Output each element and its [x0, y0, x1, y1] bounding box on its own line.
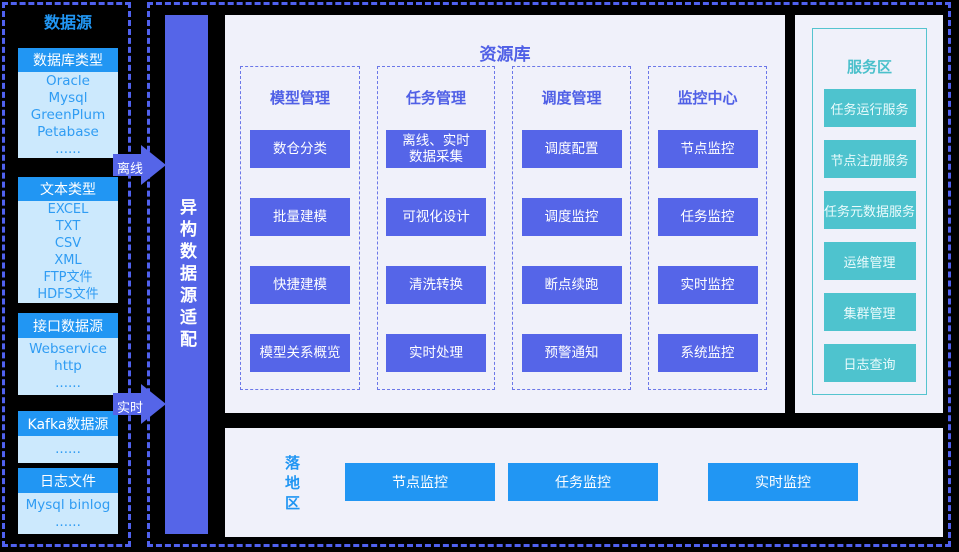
- column-buttons: 调度配置调度监控断点续跑预警通知: [513, 130, 630, 372]
- repo-column-monitor: 监控中心 节点监控任务监控实时监控系统监控: [648, 66, 767, 390]
- adapter-bar: 异构数据源适配: [165, 15, 208, 534]
- offline-arrow: 离线: [113, 145, 167, 185]
- right-arrow-icon: [113, 145, 166, 185]
- repository-panel: 资源库 模型管理 数仓分类批量建模快捷建模模型关系概览 任务管理 离线、实时 数…: [225, 15, 785, 413]
- list-item: Petabase: [37, 123, 99, 140]
- column-buttons: 数仓分类批量建模快捷建模模型关系概览: [241, 130, 359, 372]
- data-source-zone-frame: [2, 2, 131, 547]
- service-title: 服务区: [846, 58, 892, 76]
- list-item: TXT: [55, 219, 81, 234]
- feature-button: 断点续跑: [521, 266, 622, 304]
- feature-button: 节点监控: [657, 130, 758, 168]
- repo-column-task: 任务管理 离线、实时 数据采集可视化设计清洗转换实时处理: [377, 66, 495, 390]
- feature-button: 实时处理: [386, 334, 486, 372]
- column-header: 调度管理: [541, 89, 602, 107]
- feature-button: 离线、实时 数据采集: [386, 130, 486, 168]
- list-item: GreenPlum: [30, 106, 106, 123]
- group-items: EXCEL TXT CSV XML FTP文件 HDFS文件: [18, 201, 118, 303]
- right-arrow-icon: [113, 384, 166, 424]
- offline-arrow-label: 离线: [116, 162, 143, 177]
- list-item: ......: [55, 375, 81, 391]
- feature-button: 系统监控: [657, 334, 758, 372]
- service-box: 服务区 任务运行服务节点注册服务任务元数据服务运维管理集群管理日志查询: [812, 28, 927, 395]
- list-item: ......: [55, 513, 81, 530]
- column-buttons: 节点监控任务监控实时监控系统监控: [649, 130, 766, 372]
- landing-button-node: 节点监控: [345, 463, 495, 501]
- landing-button-realtime: 实时监控: [708, 463, 858, 501]
- service-button: 任务运行服务: [823, 89, 916, 127]
- service-button: 运维管理: [823, 242, 916, 280]
- service-button: 日志查询: [823, 344, 916, 382]
- list-item: Webservice: [29, 341, 107, 357]
- list-item: ......: [55, 140, 81, 157]
- service-button: 集群管理: [823, 293, 916, 331]
- feature-button: 可视化设计: [386, 198, 486, 236]
- feature-button: 模型关系概览: [250, 334, 350, 372]
- repository-title: 资源库: [479, 45, 531, 65]
- feature-button: 调度配置: [521, 130, 622, 168]
- list-item: EXCEL: [47, 202, 89, 217]
- feature-button: 预警通知: [521, 334, 622, 372]
- platform-zone-frame: [147, 2, 951, 547]
- list-item: XML: [54, 253, 82, 268]
- group-header: 文本类型: [18, 177, 118, 201]
- list-item: FTP文件: [43, 270, 93, 285]
- list-item: HDFS文件: [37, 287, 99, 302]
- group-items: ......: [18, 436, 118, 463]
- column-buttons: 离线、实时 数据采集可视化设计清洗转换实时处理: [378, 130, 494, 372]
- group-header: 日志文件: [18, 468, 118, 493]
- list-item: ......: [55, 441, 81, 457]
- feature-button: 清洗转换: [386, 266, 486, 304]
- feature-button: 实时监控: [657, 266, 758, 304]
- realtime-arrow-label: 实时: [116, 401, 143, 416]
- group-items: Mysql binlog......: [18, 493, 118, 534]
- list-item: Mysql: [48, 89, 88, 106]
- group-header: 接口数据源: [18, 313, 118, 338]
- column-header: 模型管理: [269, 89, 330, 107]
- list-item: Mysql binlog: [25, 496, 111, 513]
- repo-column-schedule: 调度管理 调度配置调度监控断点续跑预警通知: [512, 66, 631, 390]
- feature-button: 调度监控: [521, 198, 622, 236]
- service-button: 任务元数据服务: [823, 191, 916, 229]
- list-item: CSV: [54, 236, 82, 251]
- landing-panel: 落地区 节点监控 任务监控 实时监控: [225, 428, 943, 537]
- feature-button: 批量建模: [250, 198, 350, 236]
- landing-button-task: 任务监控: [508, 463, 658, 501]
- column-header: 任务管理: [405, 89, 466, 107]
- feature-button: 任务监控: [657, 198, 758, 236]
- service-buttons: 任务运行服务节点注册服务任务元数据服务运维管理集群管理日志查询: [813, 89, 926, 382]
- group-header: Kafka数据源: [18, 411, 118, 436]
- list-item: http: [54, 358, 82, 374]
- data-sources-title: 数据源: [43, 13, 92, 32]
- service-panel: 服务区 任务运行服务节点注册服务任务元数据服务运维管理集群管理日志查询: [795, 15, 943, 413]
- feature-button: 快捷建模: [250, 266, 350, 304]
- realtime-arrow: 实时: [113, 384, 167, 424]
- list-item: Oracle: [46, 72, 90, 89]
- adapter-bar-label: 异构数据源适配: [176, 197, 196, 352]
- landing-title: 落地区: [283, 455, 301, 515]
- group-header: 数据库类型: [18, 48, 118, 72]
- service-button: 节点注册服务: [823, 140, 916, 178]
- feature-button: 数仓分类: [250, 130, 350, 168]
- repo-column-model: 模型管理 数仓分类批量建模快捷建模模型关系概览: [240, 66, 360, 390]
- column-header: 监控中心: [677, 89, 738, 107]
